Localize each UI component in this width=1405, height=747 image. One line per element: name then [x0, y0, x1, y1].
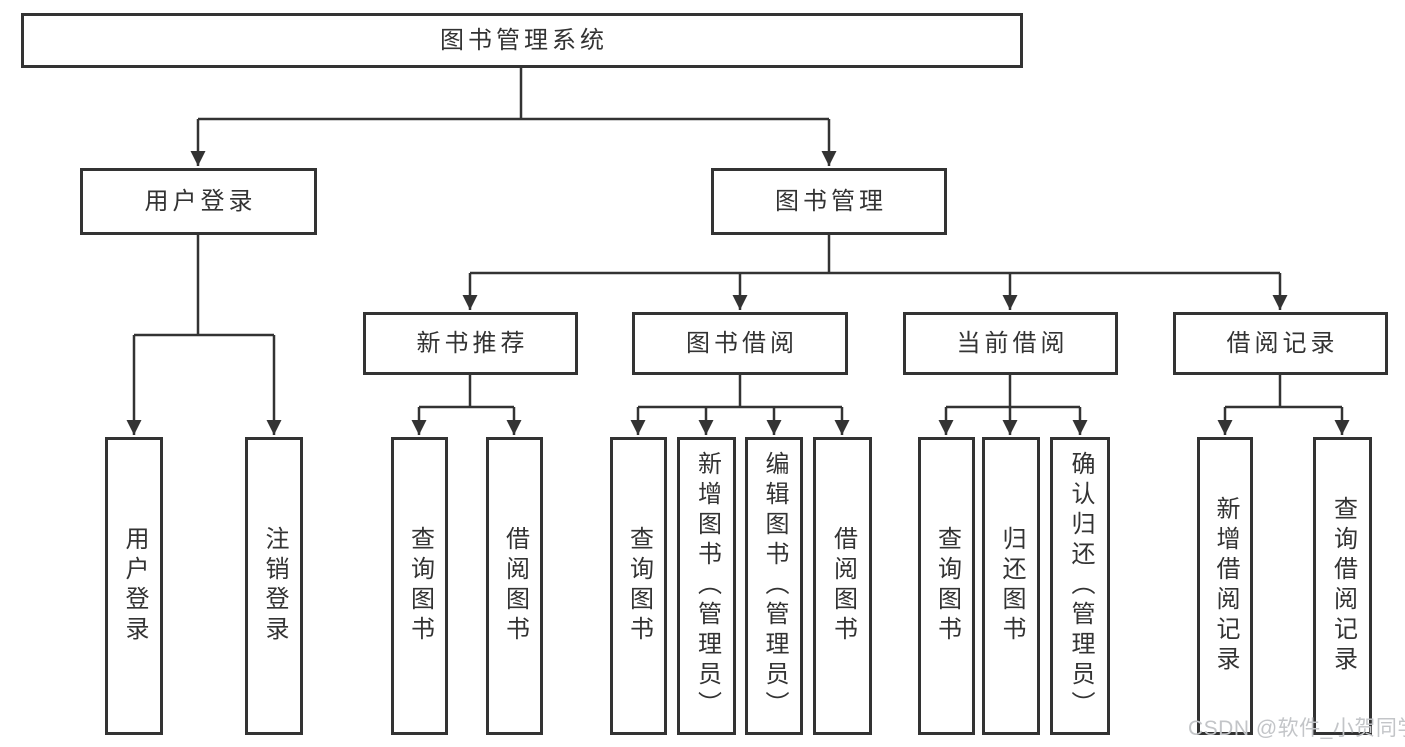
connector-currentborrow-to-leaves: [938, 375, 1088, 435]
leaf-current-query-books-label: 查询图书: [933, 526, 961, 646]
connector-records-to-leaves: [1217, 375, 1350, 435]
leaf-logout-label: 注销登录: [261, 526, 288, 646]
node-book-management-branch-label: 图书管理: [775, 187, 887, 215]
leaf-borrow-borrow-books-label: 借阅图书: [829, 526, 857, 646]
leaf-add-books-admin-label: 新增图书（管理员）: [693, 451, 721, 721]
leaf-borrow-query-books: 查询图书: [610, 437, 667, 735]
leaf-confirm-return-admin-label: 确认归还（管理员）: [1067, 451, 1094, 721]
node-root-system-label: 图书管理系统: [440, 26, 608, 54]
leaf-add-borrow-record-label: 新增借阅记录: [1212, 496, 1239, 676]
leaf-confirm-return-admin: 确认归还（管理员）: [1050, 437, 1110, 735]
leaf-edit-books-admin-label: 编辑图书（管理员）: [761, 451, 788, 721]
leaf-query-borrow-record: 查询借阅记录: [1313, 437, 1372, 735]
node-user-login-branch: 用户登录: [80, 168, 317, 235]
leaf-borrow-borrow-books: 借阅图书: [813, 437, 872, 735]
node-book-borrowing: 图书借阅: [632, 312, 848, 375]
leaf-return-books-label: 归还图书: [998, 526, 1025, 646]
node-current-borrowing-label: 当前借阅: [956, 329, 1069, 357]
node-book-borrowing-label: 图书借阅: [686, 329, 798, 357]
leaf-query-borrow-record-label: 查询借阅记录: [1329, 496, 1357, 676]
node-borrowing-records: 借阅记录: [1173, 312, 1388, 375]
csdn-watermark: CSDN @软件_小贺同学: [1188, 717, 1405, 740]
leaf-borrow-query-books-label: 查询图书: [625, 526, 653, 646]
node-new-book-recommend-label: 新书推荐: [416, 329, 529, 357]
leaf-user-login: 用户登录: [105, 437, 163, 735]
leaf-user-login-label: 用户登录: [121, 526, 148, 646]
leaf-newbooks-query-books-label: 查询图书: [406, 526, 434, 646]
node-new-book-recommend: 新书推荐: [363, 312, 578, 375]
leaf-edit-books-admin: 编辑图书（管理员）: [745, 437, 803, 735]
leaf-return-books: 归还图书: [982, 437, 1040, 735]
node-borrowing-records-label: 借阅记录: [1226, 329, 1339, 357]
connector-bookborrow-to-leaves: [630, 375, 850, 435]
leaf-logout: 注销登录: [245, 437, 303, 735]
node-current-borrowing: 当前借阅: [903, 312, 1118, 375]
leaf-newbooks-query-books: 查询图书: [391, 437, 448, 735]
leaf-add-borrow-record: 新增借阅记录: [1197, 437, 1253, 735]
leaf-current-query-books: 查询图书: [918, 437, 975, 735]
connector-root-to-level2: [190, 68, 837, 166]
node-root-system: 图书管理系统: [21, 13, 1023, 68]
connector-newbooks-to-leaves: [411, 375, 522, 435]
leaf-newbooks-borrow-books-label: 借阅图书: [501, 526, 529, 646]
leaf-newbooks-borrow-books: 借阅图书: [486, 437, 543, 735]
leaf-add-books-admin: 新增图书（管理员）: [677, 437, 736, 735]
connector-userlogin-to-leaves: [126, 235, 282, 435]
node-book-management-branch: 图书管理: [711, 168, 947, 235]
node-user-login-branch-label: 用户登录: [144, 187, 257, 215]
connector-bookmgmt-to-level3: [462, 235, 1288, 310]
